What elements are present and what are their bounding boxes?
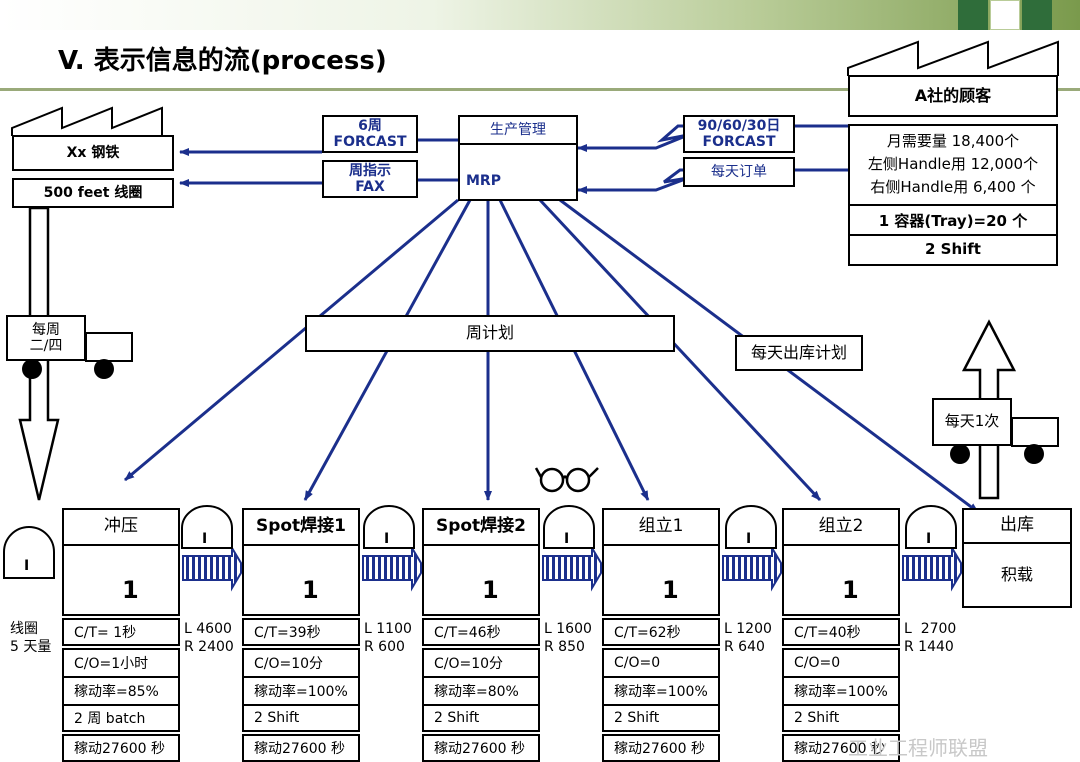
process-data-row: 稼动率=80%: [422, 676, 540, 706]
process-operator-cell: 1: [62, 544, 180, 616]
process-name: Spot焊接2: [422, 508, 540, 546]
production-control-box: 生产管理: [458, 115, 578, 145]
customer-demand-line: 月需要量 18,400个: [886, 132, 1020, 150]
title-divider: [0, 88, 1080, 91]
header-logo-icon: [990, 0, 1020, 30]
process-data-row: C/O=10分: [422, 648, 540, 678]
process-data-row: 稼动27600 秒: [782, 734, 900, 762]
wip-inventory-label: L 4600 R 2400: [184, 621, 234, 655]
supplier-truck-icon: [85, 332, 133, 362]
wip-inventory-label: L 1600 R 850: [544, 621, 592, 655]
fax-to-supplier-box: 周指示 FAX: [322, 160, 418, 198]
push-arrows: [182, 544, 966, 592]
wip-inventory-label: L 2700 R 1440: [904, 621, 957, 655]
customer-truck-icon: [1011, 417, 1059, 447]
operator-count: 1: [842, 576, 859, 604]
process-data-row: C/O=10分: [242, 648, 360, 678]
process-name: 组立1: [602, 508, 720, 546]
inventory-label: I: [926, 531, 932, 547]
process-data-row: C/O=0: [782, 648, 900, 678]
inventory-label: I: [746, 531, 752, 547]
go-see-glasses-icon: [534, 467, 599, 493]
customer-forecast-box: 90/60/30日 FORCAST: [683, 115, 795, 153]
page-title: V. 表示信息的流(process): [58, 46, 387, 76]
supplier-truck-wheel-icon: [22, 359, 42, 379]
shipping-name-box: 出库: [962, 508, 1072, 544]
inventory-icons: [3, 505, 957, 579]
customer-truck-label: 每天1次: [932, 398, 1012, 446]
customer-name-box: A社的顾客: [848, 75, 1058, 117]
process-data-row: 2 Shift: [602, 704, 720, 732]
plan-arrow-press: [124, 198, 459, 482]
process-data-row: C/O=1小时: [62, 648, 180, 678]
mrp-label: MRP: [466, 173, 501, 189]
customer-demand-line: 右侧Handle用 6,400 个: [870, 178, 1036, 196]
header-gradient-bar: [0, 0, 1080, 30]
customer-truck-wheel-icon: [950, 444, 970, 464]
process-operator-cell: 1: [782, 544, 900, 616]
process-data-row: C/T=46秒: [422, 618, 540, 646]
process-data-row: 稼动27600 秒: [602, 734, 720, 762]
process-data-row: 稼动率=100%: [242, 676, 360, 706]
operator-count: 1: [122, 576, 139, 604]
inventory-label: I: [384, 531, 390, 547]
shipping-sub-box: 积载: [962, 542, 1072, 608]
watermark: 工业工程师联盟: [848, 736, 988, 760]
customer-shift: 2 Shift: [925, 240, 981, 258]
inventory-label: I: [564, 531, 570, 547]
customer-data-box: 月需要量 18,400个 左侧Handle用 12,000个 右侧Handle用…: [848, 124, 1058, 266]
supplier-truck-wheel-icon: [94, 359, 114, 379]
customer-forecast-arrow: [577, 124, 848, 152]
process-data-row: 2 Shift: [782, 704, 900, 732]
process-data-row: 稼动率=100%: [782, 676, 900, 706]
process-operator-cell: 1: [422, 544, 540, 616]
process-data-row: 稼动27600 秒: [62, 734, 180, 762]
process-data-row: C/T=62秒: [602, 618, 720, 646]
process-data-row: C/T=40秒: [782, 618, 900, 646]
header-logo-icon: [1022, 0, 1052, 30]
daily-ship-plan-box: 每天出库计划: [735, 335, 863, 371]
process-name: Spot焊接1: [242, 508, 360, 546]
supplier-name-box: Xx 钢铁: [12, 135, 174, 171]
forecast-to-supplier-box: 6周 FORCAST: [322, 115, 418, 153]
raw-inventory-label: 线圈 5 天量: [10, 621, 52, 655]
header-logo-icon: [958, 0, 988, 30]
customer-truck-wheel-icon: [1024, 444, 1044, 464]
process-data-row: C/O=0: [602, 648, 720, 678]
process-data-row: 2 周 batch: [62, 704, 180, 732]
process-data-row: 2 Shift: [422, 704, 540, 732]
process-data-row: C/T=39秒: [242, 618, 360, 646]
customer-factory-icon: [847, 40, 1059, 76]
mrp-box: MRP: [458, 143, 578, 201]
process-data-row: 稼动率=100%: [602, 676, 720, 706]
process-data-row: 稼动27600 秒: [422, 734, 540, 762]
plan-arrow-assy2: [538, 198, 822, 502]
process-data-row: 2 Shift: [242, 704, 360, 732]
customer-container: 1 容器(Tray)=20 个: [878, 212, 1028, 230]
wip-inventory-label: L 1200 R 640: [724, 621, 772, 655]
customer-demand-list: 月需要量 18,400个 左侧Handle用 12,000个 右侧Handle用…: [850, 130, 1056, 199]
process-name: 冲压: [62, 508, 180, 546]
inventory-label: I: [202, 531, 208, 547]
process-name: 组立2: [782, 508, 900, 546]
process-operator-cell: 1: [242, 544, 360, 616]
process-data-row: C/T= 1秒: [62, 618, 180, 646]
process-data-row: 稼动率=85%: [62, 676, 180, 706]
process-data-row: 稼动27600 秒: [242, 734, 360, 762]
operator-count: 1: [662, 576, 679, 604]
divider: [850, 234, 1056, 236]
weekly-plan-box: 周计划: [305, 315, 675, 352]
supplier-truck-label: 每周 二/四: [6, 315, 86, 361]
operator-count: 1: [302, 576, 319, 604]
supplier-factory-icon: [11, 106, 163, 136]
daily-order-box: 每天订单: [683, 157, 795, 187]
operator-count: 1: [482, 576, 499, 604]
wip-inventory-label: L 1100 R 600: [364, 621, 412, 655]
supplier-part-box: 500 feet 线圈: [12, 178, 174, 208]
customer-demand-line: 左侧Handle用 12,000个: [867, 155, 1039, 173]
inventory-label: I: [24, 558, 30, 574]
process-operator-cell: 1: [602, 544, 720, 616]
divider: [850, 204, 1056, 206]
